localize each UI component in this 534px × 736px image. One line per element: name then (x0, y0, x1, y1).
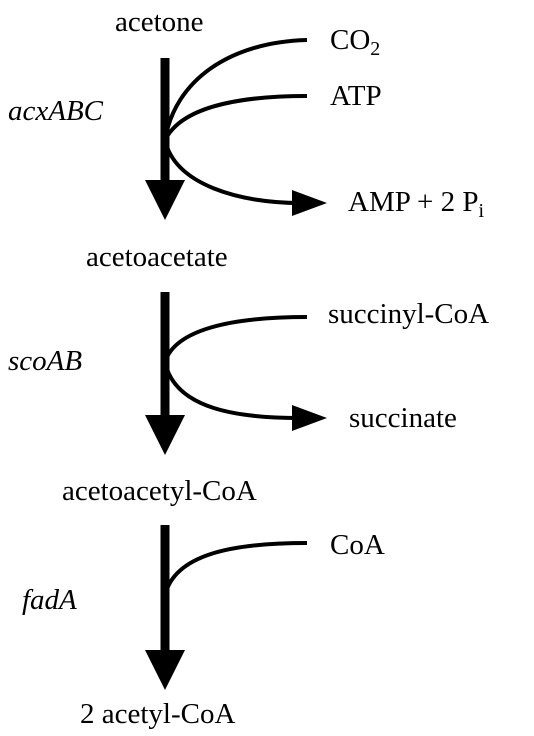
cofactor-co2: CO2 (330, 24, 380, 60)
cofactor-succinate: succinate (349, 402, 457, 434)
pi-subscript: i (478, 200, 485, 222)
co2-subscript: 2 (370, 38, 381, 60)
cofactor-succinyl-coa: succinyl-CoA (328, 298, 490, 330)
gene-scoab: scoAB (8, 345, 83, 377)
main-arrow-step1 (145, 58, 185, 220)
gene-fada: fadA (22, 584, 77, 616)
co2-main-text: CO (330, 24, 371, 56)
coa-input-curve (163, 541, 308, 596)
co2-input-curve (163, 38, 308, 141)
cofactor-atp: ATP (330, 80, 382, 112)
succinyl-coa-input-curve (163, 315, 308, 363)
amp-main-text: AMP + 2 P (348, 186, 479, 218)
atp-input-curve (163, 94, 308, 141)
gene-acxabc: acxABC (8, 95, 104, 127)
metabolite-acetone: acetone (115, 6, 204, 38)
metabolite-acetoacetyl-coa: acetoacetyl-CoA (62, 475, 257, 507)
succinate-output-arrow (163, 361, 327, 431)
cofactor-amp-pi: AMP + 2 Pi (348, 186, 484, 222)
main-arrow-step2 (145, 292, 185, 455)
metabolite-acetoacetate: acetoacetate (86, 241, 228, 273)
metabolite-acetyl-coa: 2 acetyl-CoA (80, 698, 236, 730)
main-arrow-step3 (145, 525, 185, 690)
amp-output-arrow (163, 139, 327, 216)
cofactor-coa: CoA (330, 529, 385, 561)
